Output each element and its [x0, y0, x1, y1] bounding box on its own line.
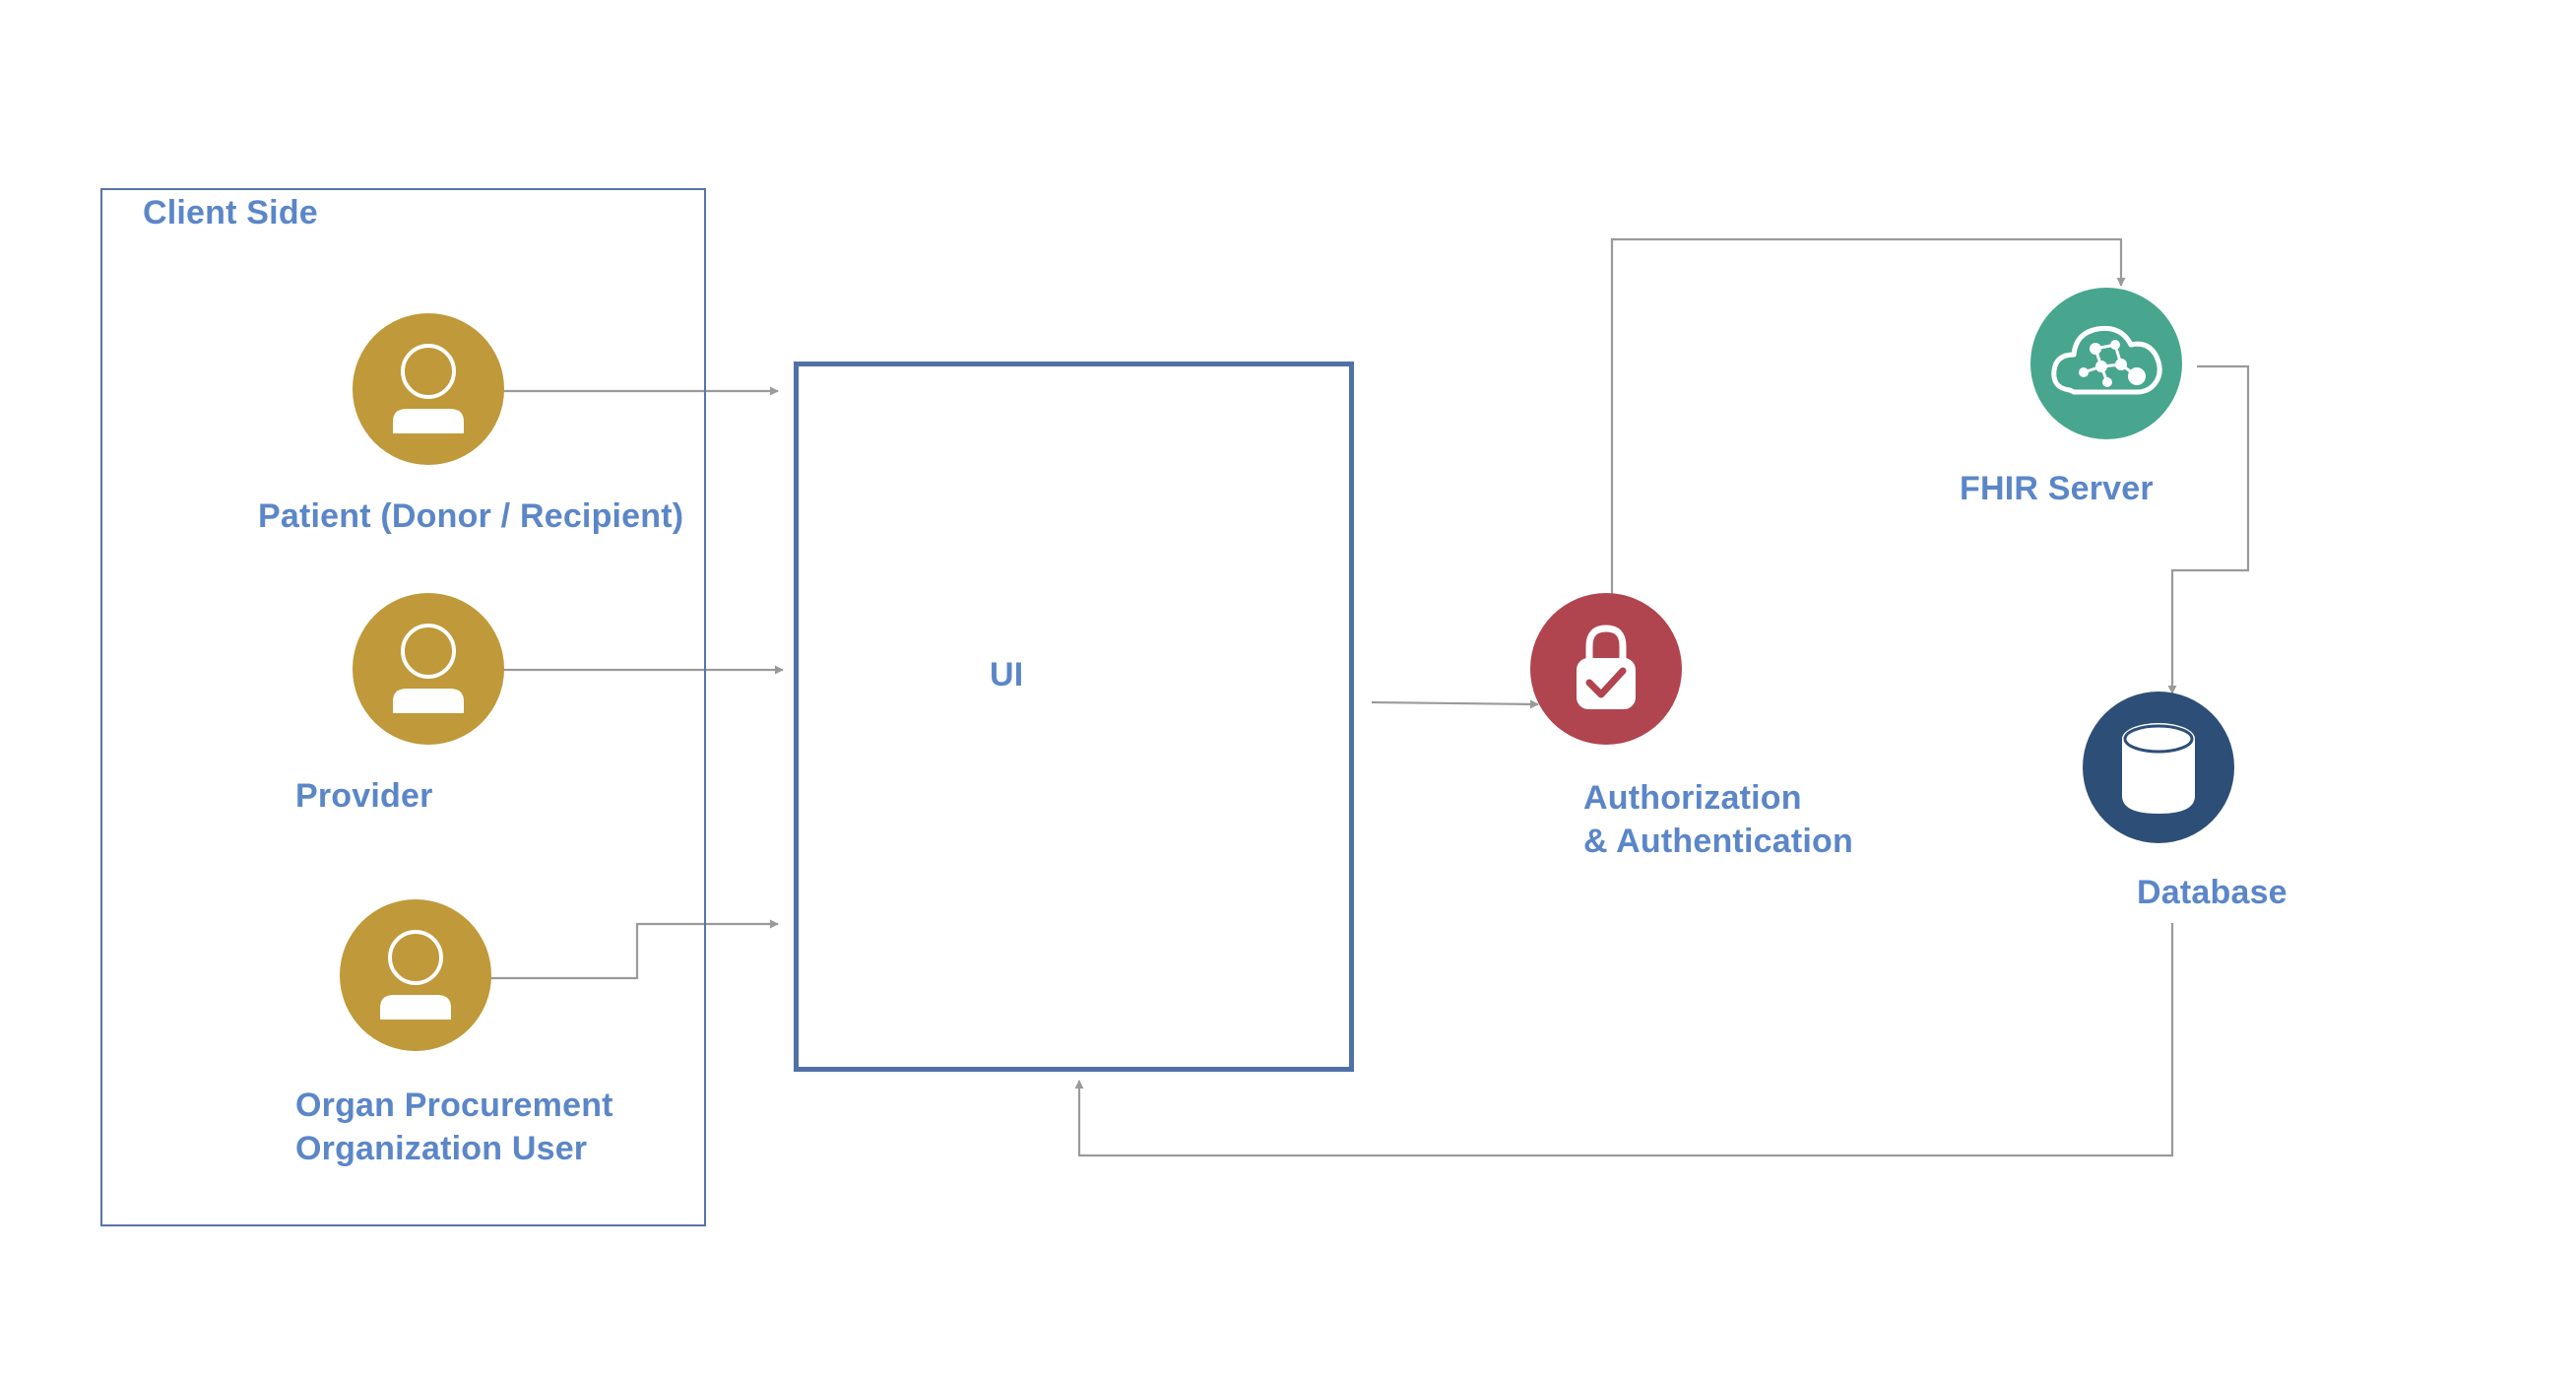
cloud-network-icon [2030, 288, 2182, 439]
database-label: Database [2137, 874, 2287, 911]
ui-component[interactable] [794, 362, 1354, 1072]
database-node[interactable] [2083, 692, 2234, 843]
auth-node[interactable] [1530, 593, 1682, 745]
client-side-group [100, 188, 706, 1226]
ui-label: UI [990, 656, 1024, 693]
fhir-server-node[interactable] [2030, 288, 2182, 439]
opo-user-label: Organ Procurement Organization User [295, 1087, 613, 1167]
patient-actor[interactable] [353, 313, 504, 465]
user-icon [353, 313, 504, 465]
connector-ui-to-auth [1371, 699, 1539, 709]
connector-opo-to-ui [489, 919, 779, 980]
provider-actor[interactable] [353, 593, 504, 745]
fhir-server-label: FHIR Server [1960, 470, 2154, 507]
patient-label: Patient (Donor / Recipient) [258, 497, 684, 535]
database-icon [2083, 692, 2234, 843]
auth-label: Authorization & Authentication [1583, 779, 1853, 860]
connector-auth-to-fhir [1610, 237, 2126, 595]
provider-label: Provider [295, 777, 433, 815]
opo-user-actor[interactable] [340, 899, 491, 1051]
connector-database-to-ui [1074, 923, 2174, 1157]
client-side-title: Client Side [143, 194, 318, 231]
connector-fhir-to-database [2167, 364, 2250, 694]
lock-check-icon [1530, 593, 1682, 745]
user-icon [340, 899, 491, 1051]
user-icon [353, 593, 504, 745]
